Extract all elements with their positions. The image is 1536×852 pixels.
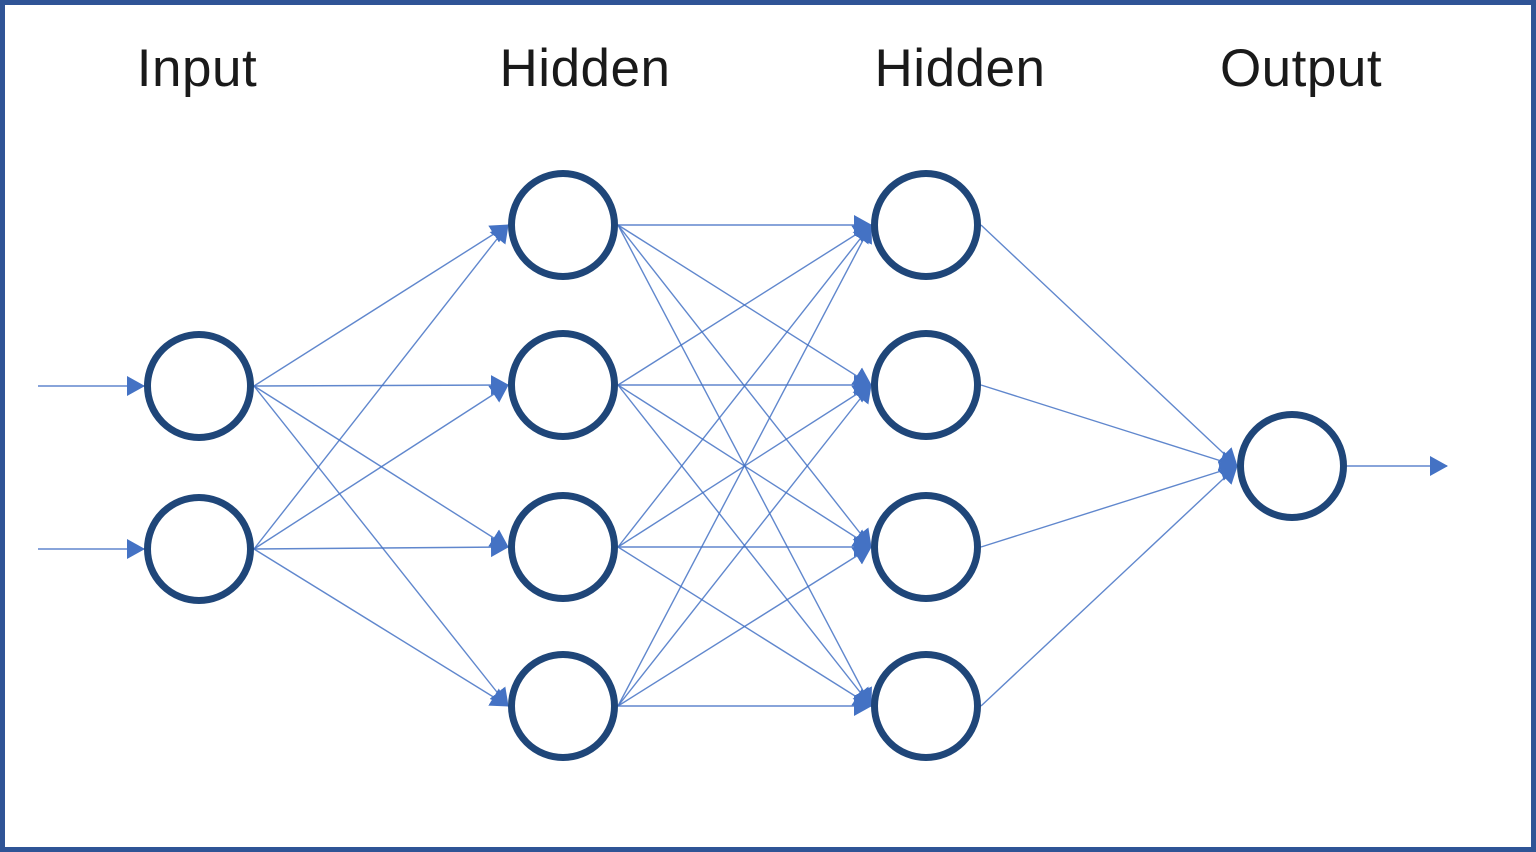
edge-hidden-2-n3-to-output-n1 [980, 461, 1238, 548]
nodes-group [144, 170, 1347, 761]
hidden-2-node-4 [871, 651, 981, 761]
hidden-1-node-2 [508, 330, 618, 440]
input-node-1 [144, 331, 254, 441]
edge-input-n1-to-hidden-1-n4 [253, 385, 509, 707]
edge-input-n1-to-hidden-1-n2 [253, 375, 509, 396]
edges-group [38, 215, 1448, 716]
layer-label-input: Input [136, 39, 258, 98]
layer-label-hidden-2: Hidden [874, 39, 1046, 98]
edge-hidden-1-n4-to-hidden-2-n1 [617, 224, 872, 707]
hidden-1-node-4 [508, 651, 618, 761]
edge-hidden-1-n4-to-hidden-2-n2 [617, 384, 872, 707]
edge-hidden-2-n1-to-output-n1 [980, 224, 1238, 467]
hidden-2-node-1 [871, 170, 981, 280]
edge-hidden-2-n2-to-output-n1 [980, 384, 1238, 471]
hidden-1-node-1 [508, 170, 618, 280]
edge-input-n2-to-hidden-1-n2 [253, 384, 509, 550]
edge-hidden-1-n4-to-hidden-2-n3 [617, 546, 872, 707]
edge-input-n1-to-hidden-1-n1 [253, 224, 509, 387]
edge-input-n2-to-hidden-1-n4 [253, 548, 509, 707]
input-node-2 [144, 494, 254, 604]
layer-label-hidden-1: Hidden [499, 39, 671, 98]
output-node-1 [1237, 411, 1347, 521]
hidden-2-node-2 [871, 330, 981, 440]
edge-hidden-1-n2-to-hidden-2-n1 [617, 224, 872, 386]
edge-input-n2-to-hidden-1-n1 [253, 224, 509, 550]
edge-hidden-2-n4-to-output-n1 [980, 465, 1238, 707]
edge-hidden-1-n3-to-hidden-2-n1 [617, 224, 872, 548]
layer-label-output: Output [1219, 39, 1383, 98]
hidden-1-node-3 [508, 492, 618, 602]
hidden-2-node-3 [871, 492, 981, 602]
edge-input-n2-to-hidden-1-n3 [253, 537, 509, 558]
